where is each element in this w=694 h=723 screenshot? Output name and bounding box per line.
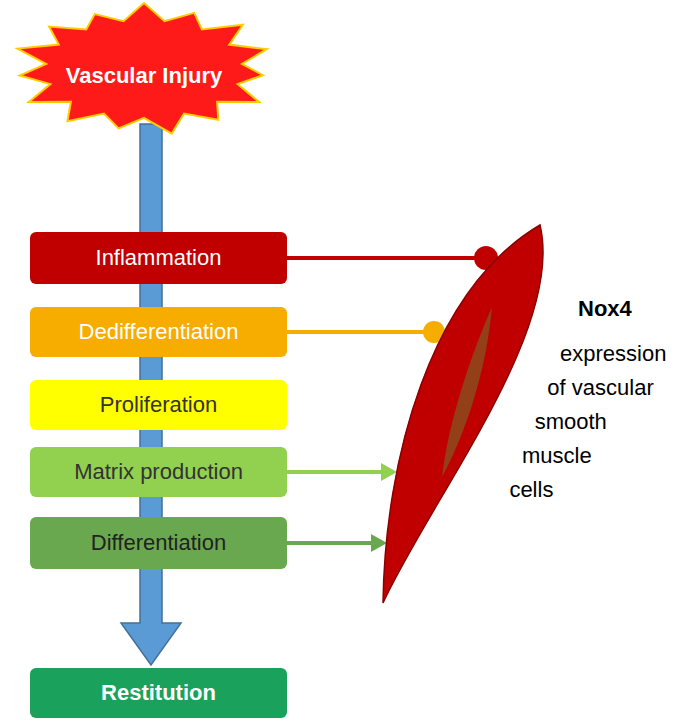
starburst-outline (18, 3, 267, 134)
stage-box: Differentiation (30, 517, 287, 569)
stage-label: Dedifferentiation (79, 319, 239, 345)
connector-line (287, 256, 486, 260)
cell-body (383, 225, 543, 603)
stage-label: Differentiation (91, 530, 226, 556)
injury-label: Vascular Injury (66, 63, 223, 89)
heading-holder: Nox4 (578, 296, 632, 322)
connector-arrowhead (371, 534, 387, 552)
stage-box: Matrix production (30, 447, 287, 497)
caption-holder: expression of vascular smooth muscle cel… (488, 337, 693, 517)
stage-box: Proliferation (30, 380, 287, 430)
stage-box: Dedifferentiation (30, 307, 287, 357)
connector-arrowhead (381, 463, 397, 481)
outcome-box: Restitution (30, 668, 287, 718)
connector (287, 534, 387, 552)
connector (287, 463, 397, 481)
connector-line (287, 330, 434, 334)
connector-line (287, 470, 383, 474)
connector (287, 321, 445, 343)
stage-label: Matrix production (74, 459, 243, 485)
cell-nucleus (442, 307, 492, 477)
connector (287, 246, 498, 270)
connector-line (287, 541, 373, 545)
gene-name: Nox4 (578, 296, 632, 321)
smooth-muscle-cell: Nox4 expression of vascular smooth muscle… (380, 222, 690, 612)
injury-starburst: Vascular Injury (8, 0, 280, 138)
cell-caption: expression of vascular smooth muscle cel… (509, 341, 666, 502)
stage-label: Inflammation (96, 245, 222, 271)
stage-box: Inflammation (30, 232, 287, 284)
stage-label: Restitution (101, 680, 216, 706)
stage-label: Proliferation (100, 392, 217, 418)
